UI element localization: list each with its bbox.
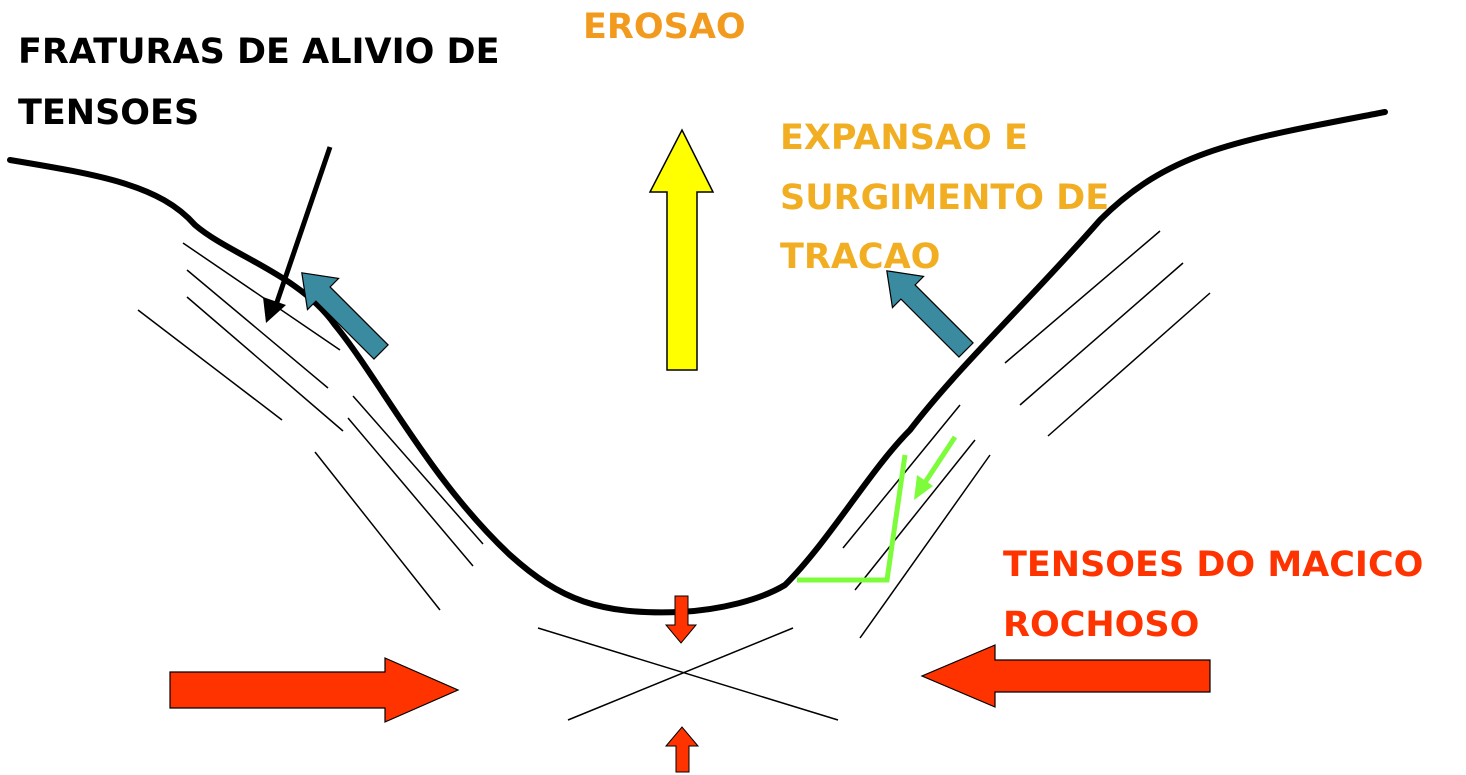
fracture-line: [186, 269, 329, 389]
fracture-line: [347, 417, 474, 567]
stress-arrow-left: [169, 657, 460, 723]
stress-arrow-top: [664, 595, 698, 644]
label-fraturas-line2: TENSOES: [18, 93, 199, 133]
relief-fractures-left: [137, 242, 484, 611]
fracture-line: [352, 395, 484, 545]
fracture-line: [859, 454, 991, 639]
stress-arrow-right: [920, 644, 1211, 708]
conjugate-fractures: [537, 627, 839, 721]
label-erosao: EROSAO: [583, 7, 746, 47]
label-tensoes-line2: ROCHOSO: [1003, 605, 1199, 645]
label-expansao-line3: TRACAO: [780, 237, 940, 277]
fracture-line: [537, 627, 839, 721]
fracture-line: [182, 242, 341, 351]
erosion-arrow: [648, 128, 715, 371]
tension-crack: [797, 435, 958, 583]
label-expansao-line2: SURGIMENTO DE: [780, 178, 1109, 218]
fracture-pointer-arrow: [263, 146, 333, 323]
expansion-arrow-left: [301, 272, 389, 360]
fracture-line: [137, 309, 283, 421]
fracture-line: [1019, 262, 1184, 406]
label-fraturas-line1: FRATURAS DE ALIVIO DE: [18, 32, 500, 72]
label-tensoes-line1: TENSOES DO MACICO: [1003, 545, 1423, 585]
fracture-line: [186, 296, 344, 432]
relief-fractures-right: [842, 230, 1211, 639]
fracture-line: [567, 627, 794, 721]
label-expansao-line1: EXPANSAO E: [780, 118, 1028, 158]
fracture-line: [854, 439, 976, 591]
stress-arrow-bottom: [664, 726, 700, 773]
fracture-line: [1004, 230, 1161, 364]
fracture-line: [314, 451, 441, 611]
expansion-arrow-right: [886, 270, 974, 358]
fracture-line: [1047, 292, 1211, 437]
